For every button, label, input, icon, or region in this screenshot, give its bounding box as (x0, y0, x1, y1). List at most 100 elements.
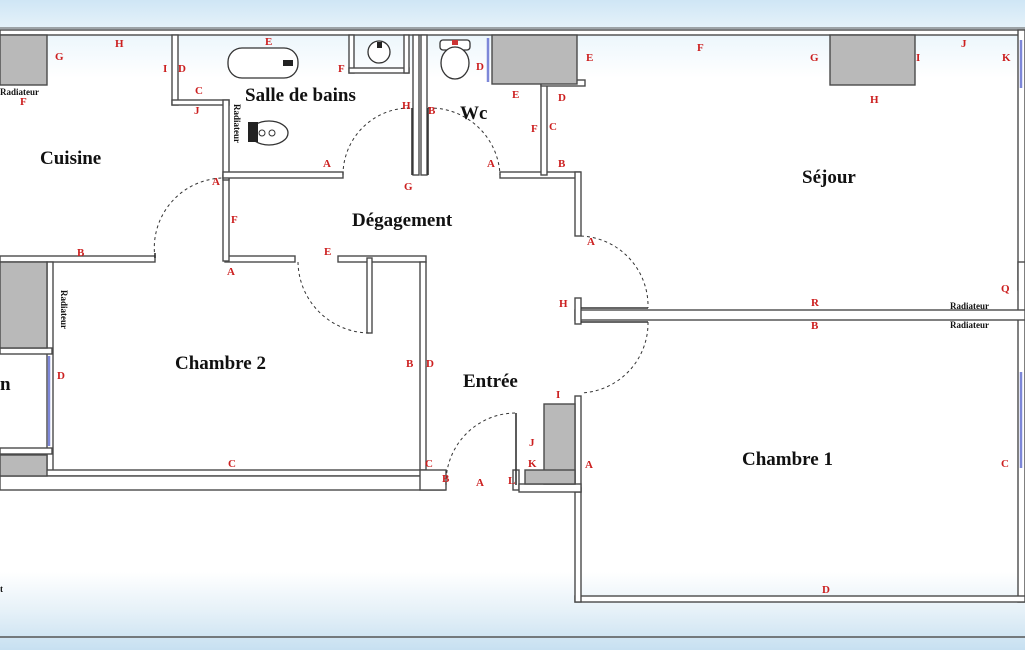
wall-letter: B (558, 158, 566, 170)
wall-top (0, 29, 1025, 36)
wall-letter: D (178, 63, 186, 75)
radiateur-label-bathroom: Radiateur (232, 104, 242, 143)
wall-letter: E (324, 246, 331, 258)
door-entree-swing (445, 412, 517, 486)
radiator-sejour (829, 34, 916, 86)
wall-letter: E (512, 89, 519, 101)
wall-bath-bottom (222, 171, 344, 179)
toilet-bowl-icon (440, 46, 470, 80)
wall-letter: F (531, 123, 538, 135)
wall-letter: F (231, 214, 238, 226)
wall-sejour-left-upper (574, 171, 582, 237)
wall-chambre2-top (337, 255, 427, 263)
wall-letter: I (556, 389, 560, 401)
wall-letter: D (822, 584, 830, 596)
wall-cuisine-bottom (0, 255, 156, 263)
wall-sink-niche-right (403, 34, 410, 74)
radiateur-label-chambre1: Radiateur (950, 320, 989, 330)
door-wc-swing (427, 107, 501, 176)
wall-letter: A (476, 477, 484, 489)
bathtub-drain-icon (283, 60, 293, 66)
wall-letter: F (697, 42, 704, 54)
wall-bath-step (171, 99, 230, 106)
wall-bath-wc (412, 34, 420, 176)
wall-letter: F (338, 63, 345, 75)
wall-letter: A (585, 459, 593, 471)
wall-letter: Q (1001, 283, 1010, 295)
wall-letter: D (476, 61, 484, 73)
label-partial-bottom-left: t (0, 584, 3, 594)
radiateur-label-cuisine: Radiateur (0, 87, 39, 97)
wall-letter: R (811, 297, 820, 309)
wall-wc-left (420, 34, 428, 176)
wall-letter: B (811, 320, 819, 332)
room-label-sejour: Séjour (802, 167, 856, 188)
wall-letter: A (212, 176, 220, 188)
wall-letter: K (528, 458, 537, 470)
wall-sejour-chambre1 (574, 309, 1025, 321)
wall-left-partial-2 (0, 447, 53, 455)
wall-letter: C (195, 85, 203, 97)
washbasin-icon (367, 40, 391, 64)
wall-letter: K (1002, 52, 1011, 64)
wall-letter: H (559, 298, 568, 310)
bathtub-icon (227, 47, 299, 79)
wall-letter: C (228, 458, 236, 470)
wall-wc-right (540, 84, 548, 176)
radiator-cuisine (0, 34, 48, 86)
wall-entree-bottom-right (518, 483, 582, 493)
wall-letter: E (586, 52, 593, 64)
wall-letter: H (870, 94, 879, 106)
wall-entree-bottom-left (419, 469, 447, 491)
door-chambre2-swing (297, 261, 371, 334)
block-entree-bottom (524, 469, 576, 485)
wall-letter: E (265, 36, 272, 48)
wall-chambre1-bottom (574, 595, 1025, 603)
wall-cuisine-bottom-2 (224, 255, 296, 263)
wall-letter: J (194, 105, 200, 117)
wall-wc-bottom (499, 171, 581, 179)
wall-bottom-thick (0, 475, 446, 491)
radiator-wc (491, 34, 578, 85)
radiateur-label-chambre2: Radiateur (59, 290, 69, 329)
wall-chambre1-left (574, 487, 582, 603)
wall-letter: L (508, 475, 515, 487)
wall-letter: D (558, 92, 566, 104)
wall-letter: H (115, 38, 124, 50)
wall-letter: B (406, 358, 414, 370)
wall-letter: D (57, 370, 65, 382)
door-sejour-swing (580, 235, 649, 309)
wall-bath-left (222, 99, 230, 181)
wall-letter: B (442, 473, 450, 485)
wall-letter: C (1001, 458, 1009, 470)
block-bottom-left (0, 454, 48, 477)
radiator-chambre2-left (0, 261, 48, 349)
door-chambre1-swing (580, 321, 649, 394)
wall-letter: I (163, 63, 167, 75)
room-label-wc: Wc (460, 103, 487, 124)
room-label-entree: Entrée (463, 371, 518, 392)
wall-letter: G (810, 52, 819, 64)
wall-letter: B (77, 247, 85, 259)
wall-letter: G (404, 181, 413, 193)
wall-letter: J (529, 437, 535, 449)
wall-letter: A (323, 158, 331, 170)
wall-letter: D (426, 358, 434, 370)
wall-letter: F (20, 96, 27, 108)
wall-left-partial (0, 347, 53, 355)
wall-sink-niche-bottom (348, 67, 410, 74)
wall-letter: C (425, 458, 433, 470)
wall-chambre2-bottom (0, 469, 427, 477)
room-label-chambre2: Chambre 2 (175, 353, 266, 374)
room-label-chambre1: Chambre 1 (742, 449, 833, 470)
radiateur-label-sejour: Radiateur (950, 301, 989, 311)
room-label-degagement: Dégagement (352, 210, 453, 231)
wall-letter: A (587, 236, 595, 248)
wall-letter: J (961, 38, 967, 50)
door-leaf-chambre2 (366, 257, 373, 334)
room-label-partial-left: n (0, 374, 11, 395)
door-cuisine-swing (153, 177, 224, 259)
room-label-cuisine: Cuisine (40, 148, 101, 169)
wall-door-jamb (574, 297, 582, 325)
